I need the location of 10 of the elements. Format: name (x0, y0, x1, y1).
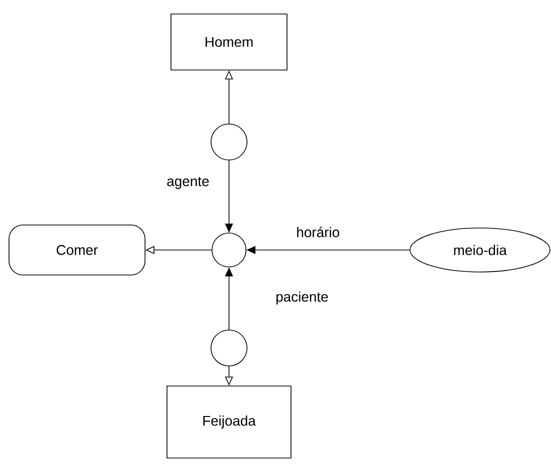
relation-circle (210, 124, 248, 160)
concept-box: Feijoada (166, 386, 292, 458)
relation-circle (210, 330, 248, 366)
edge-label: agente (166, 176, 210, 190)
edge-label: paciente (274, 290, 330, 306)
rounded-box: Comer (8, 224, 146, 276)
concept-box: Homem (170, 14, 288, 70)
ellipse-node: meio-dia (410, 228, 550, 272)
edge-label: horário (295, 226, 341, 238)
relation-circle (212, 232, 246, 268)
